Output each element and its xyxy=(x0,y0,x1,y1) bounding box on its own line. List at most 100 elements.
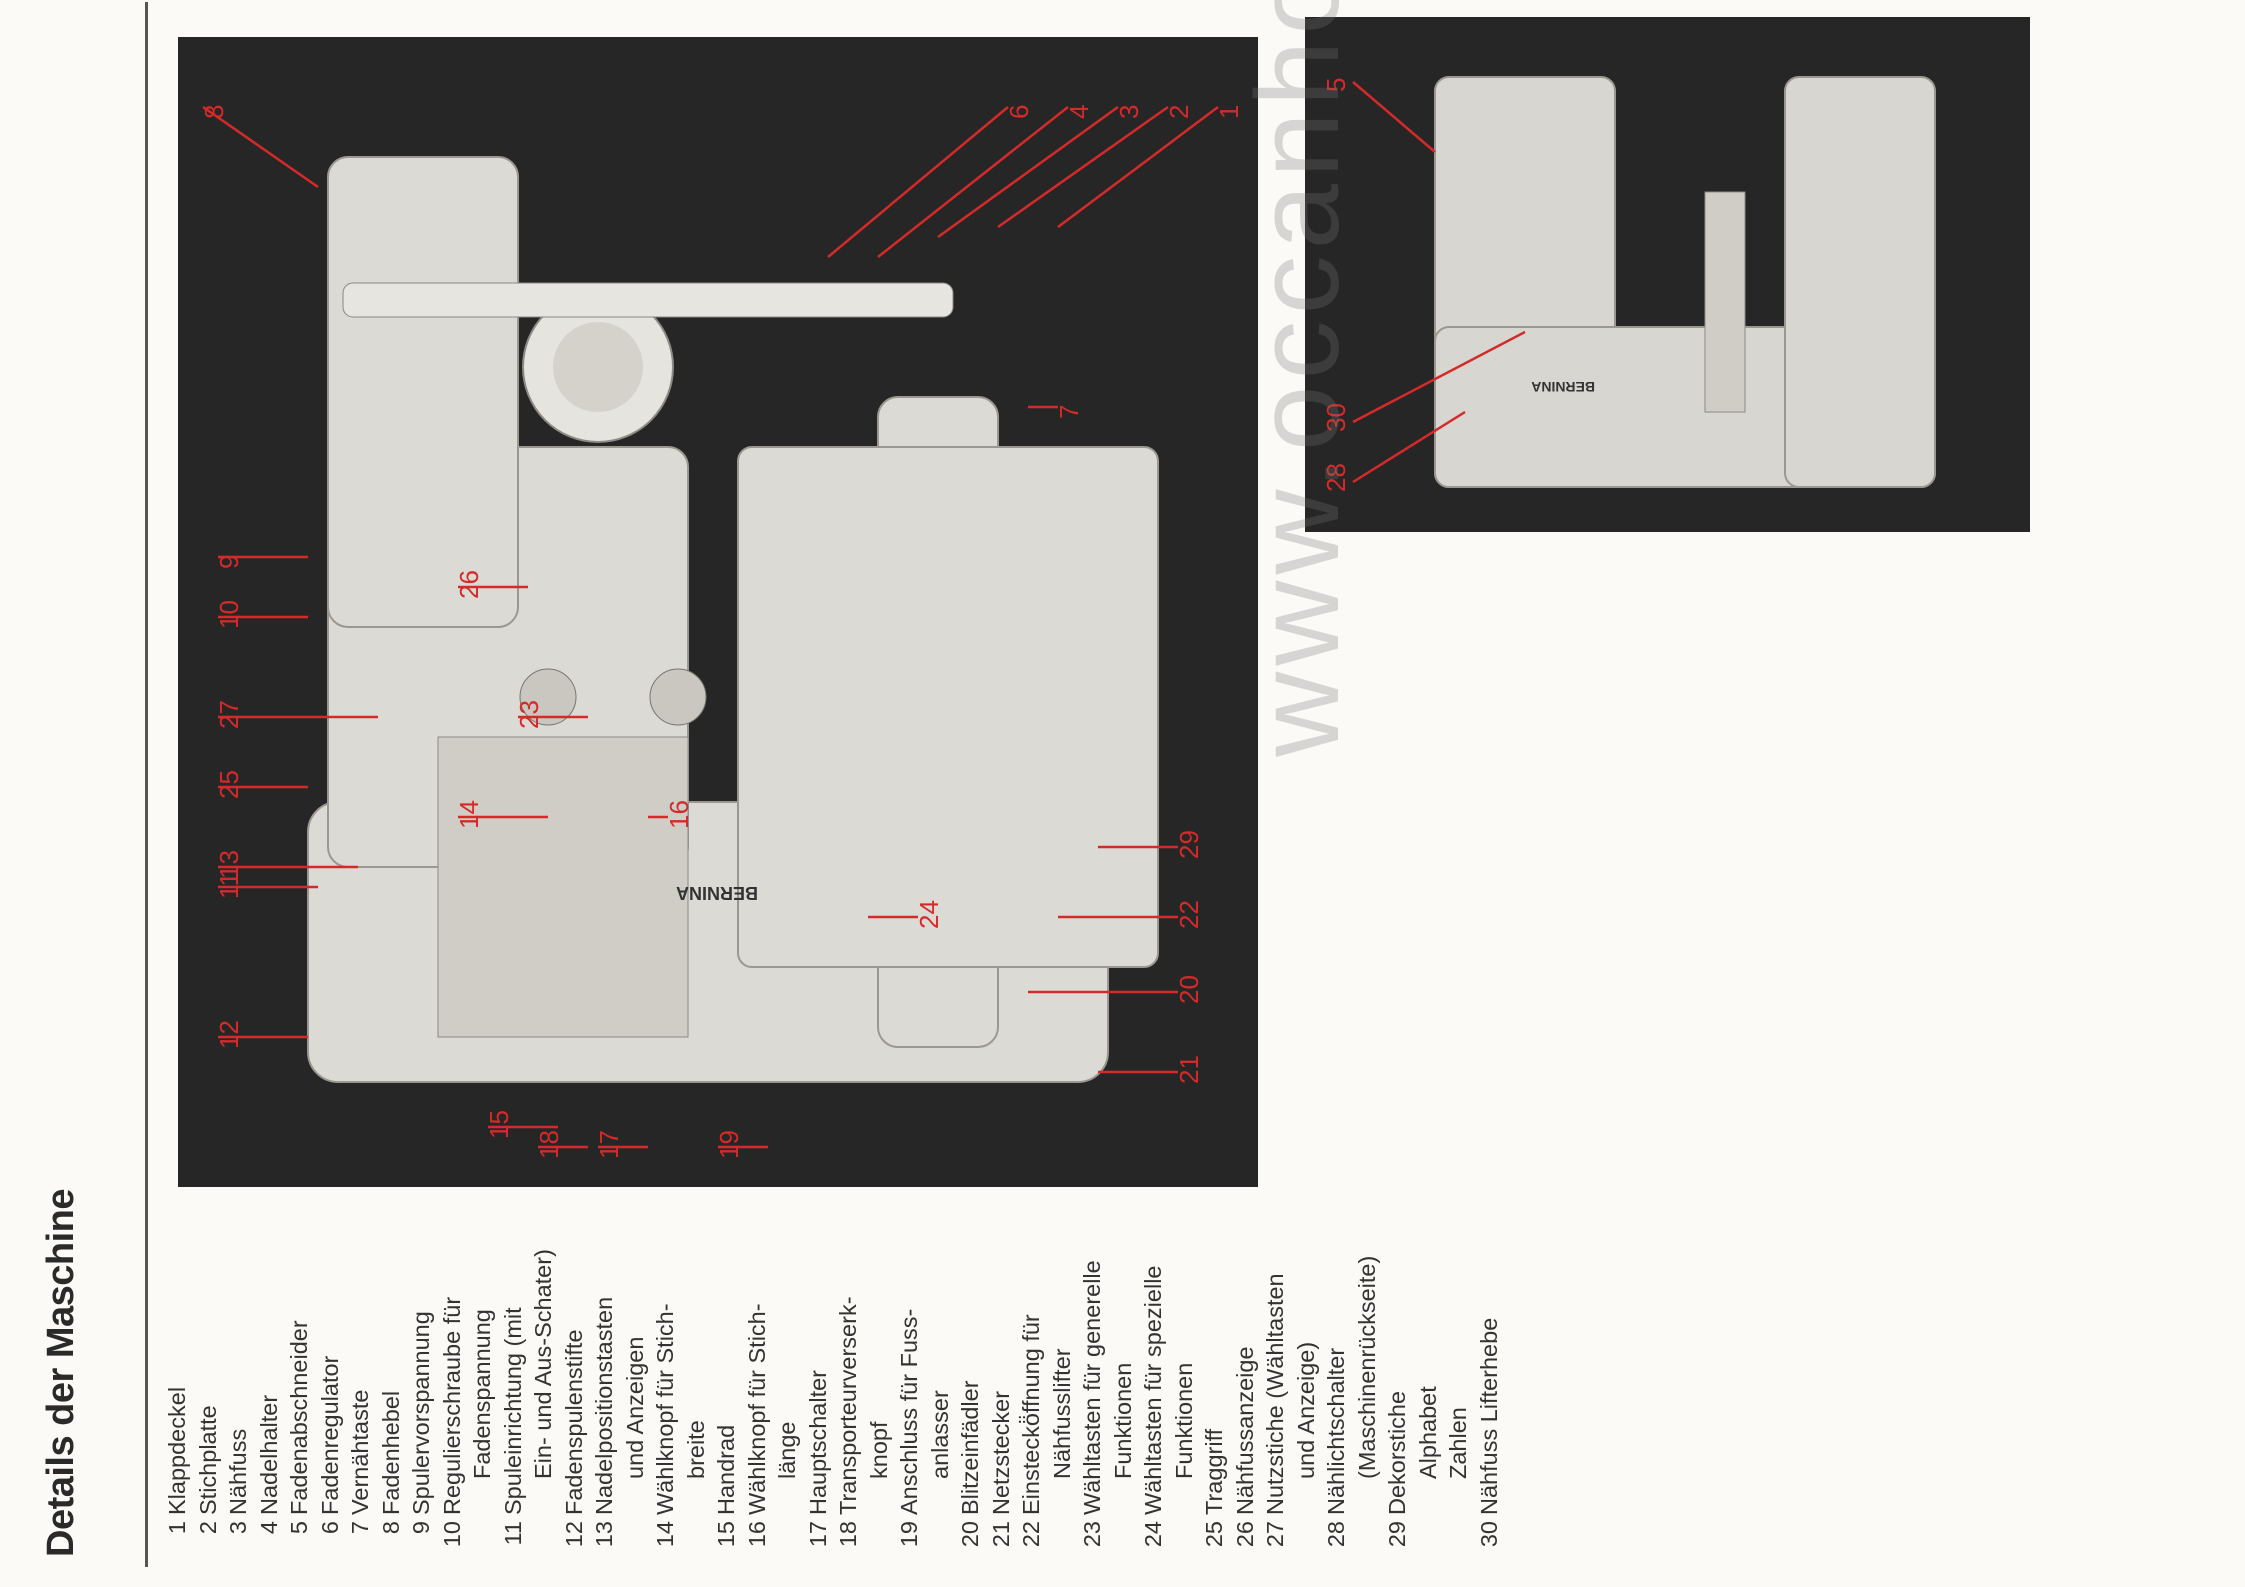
item-number: 25 xyxy=(1201,1521,1227,1548)
parts-list-item: Funktionen xyxy=(1108,1191,1139,1551)
item-label: Nählichtschalter xyxy=(1323,1347,1349,1515)
item-label: Vernähtaste xyxy=(347,1389,373,1515)
item-label: Klappdeckel xyxy=(164,1386,190,1515)
item-number: 7 xyxy=(347,1521,373,1535)
callout-leader xyxy=(1352,330,1526,424)
item-label: und Anzeigen xyxy=(621,1336,648,1479)
item-label: Regulierschraube für xyxy=(438,1296,465,1515)
callout-number: 20 xyxy=(1174,975,1204,1004)
callout-number: 14 xyxy=(454,800,484,829)
item-label: Hauptschalter xyxy=(804,1370,831,1515)
item-label: Wählknopf für Stich- xyxy=(652,1303,678,1515)
callout-number: 25 xyxy=(214,770,244,799)
item-number: 16 xyxy=(743,1521,770,1548)
item-number: 11 xyxy=(499,1521,526,1546)
item-number: 1 xyxy=(164,1521,190,1535)
item-number xyxy=(1352,1515,1383,1551)
callout-number: 10 xyxy=(214,600,244,629)
callout-number: 11 xyxy=(214,872,244,899)
item-label: Fadenhebel xyxy=(377,1390,404,1515)
item-number xyxy=(528,1515,559,1551)
item-label: Funktionen xyxy=(1170,1362,1197,1479)
item-number xyxy=(620,1515,651,1551)
parts-list-item: und Anzeigen xyxy=(620,1191,651,1551)
parts-list-item: Zahlen xyxy=(1443,1191,1474,1551)
item-label: Spuleinrichtung (mit xyxy=(499,1307,526,1515)
callout-number: 22 xyxy=(1174,900,1204,929)
item-number: 15 xyxy=(713,1521,739,1548)
parts-list-item: Nähfusslifter xyxy=(1047,1191,1078,1551)
item-number xyxy=(1413,1515,1444,1551)
parts-list-item: 25 Traggriff xyxy=(1199,1191,1230,1551)
parts-list-item: Fadenspannung xyxy=(467,1191,498,1551)
callout-leader xyxy=(1352,410,1466,484)
item-label: Zahlen xyxy=(1445,1407,1471,1479)
item-label: Blitzeinfädler xyxy=(957,1380,983,1515)
item-number xyxy=(1169,1515,1200,1551)
item-number xyxy=(772,1515,803,1551)
brand-label: BERNINA xyxy=(676,883,758,903)
parts-list-item: 22 Einsteckö̈ffnung für xyxy=(1016,1191,1047,1551)
item-label: Funktionen xyxy=(1109,1362,1136,1479)
callout-leader xyxy=(1352,81,1436,153)
item-label: Nähfusslifter xyxy=(1048,1348,1075,1479)
callout-number: 16 xyxy=(664,800,694,829)
item-number: 22 xyxy=(1018,1521,1044,1548)
item-number: 5 xyxy=(286,1521,312,1535)
watermark: www.occanhot.ch xyxy=(1232,0,1364,757)
item-label: Stichplatte xyxy=(194,1405,221,1515)
item-number xyxy=(1047,1515,1078,1551)
callout-leader xyxy=(877,106,1069,258)
callout-number: 5 xyxy=(1321,78,1351,92)
item-number: 21 xyxy=(987,1521,1014,1548)
callout-number: 30 xyxy=(1321,403,1351,432)
callout-leader xyxy=(1057,106,1219,228)
item-number: 4 xyxy=(255,1521,282,1535)
callout-number: 13 xyxy=(214,850,244,879)
item-label: Alphabet xyxy=(1414,1386,1441,1479)
callout-leader xyxy=(202,105,319,189)
item-number: 20 xyxy=(957,1521,983,1548)
parts-list-item: länge xyxy=(772,1191,803,1551)
brand-label: BERNINA xyxy=(1531,379,1595,395)
parts-list-item: (Maschinenrückseite) xyxy=(1352,1191,1383,1551)
item-label: Fadenspannung xyxy=(469,1309,495,1479)
item-number: 17 xyxy=(804,1521,831,1548)
callout-number: 29 xyxy=(1174,830,1204,859)
item-label: Anschluss für Fuss- xyxy=(896,1308,922,1515)
item-number: 13 xyxy=(591,1521,617,1548)
item-label: Traggriff xyxy=(1201,1428,1227,1515)
item-number: 12 xyxy=(560,1521,587,1548)
item-label: länge xyxy=(774,1421,800,1480)
item-label: Nähfussanzeige xyxy=(1231,1346,1258,1515)
item-number xyxy=(864,1515,895,1551)
callout-number: 4 xyxy=(1064,105,1094,119)
item-number: 23 xyxy=(1079,1521,1105,1548)
item-label: Einsteckö̈ffnung für xyxy=(1018,1314,1044,1515)
item-number: 29 xyxy=(1384,1521,1410,1548)
item-label: Ein- und Aus-Schater) xyxy=(530,1249,556,1479)
item-number: 3 xyxy=(225,1521,251,1535)
item-number: 27 xyxy=(1262,1521,1288,1548)
callout-number: 18 xyxy=(534,1130,564,1159)
page-title: Details der Maschine xyxy=(40,1188,82,1557)
callout-leader xyxy=(937,105,1119,239)
parts-list-item: 20 Blitzeinfädler xyxy=(955,1191,986,1551)
parts-list-item: anlasser xyxy=(925,1191,956,1551)
callout-leader xyxy=(827,106,1009,258)
callout-number: 2 xyxy=(1164,105,1194,119)
item-number: 30 xyxy=(1475,1521,1502,1548)
parts-list-item: 30 Nähfuss Lifterhebe xyxy=(1474,1191,1505,1551)
item-label: Nähfuss Lifterhebe xyxy=(1475,1317,1502,1515)
